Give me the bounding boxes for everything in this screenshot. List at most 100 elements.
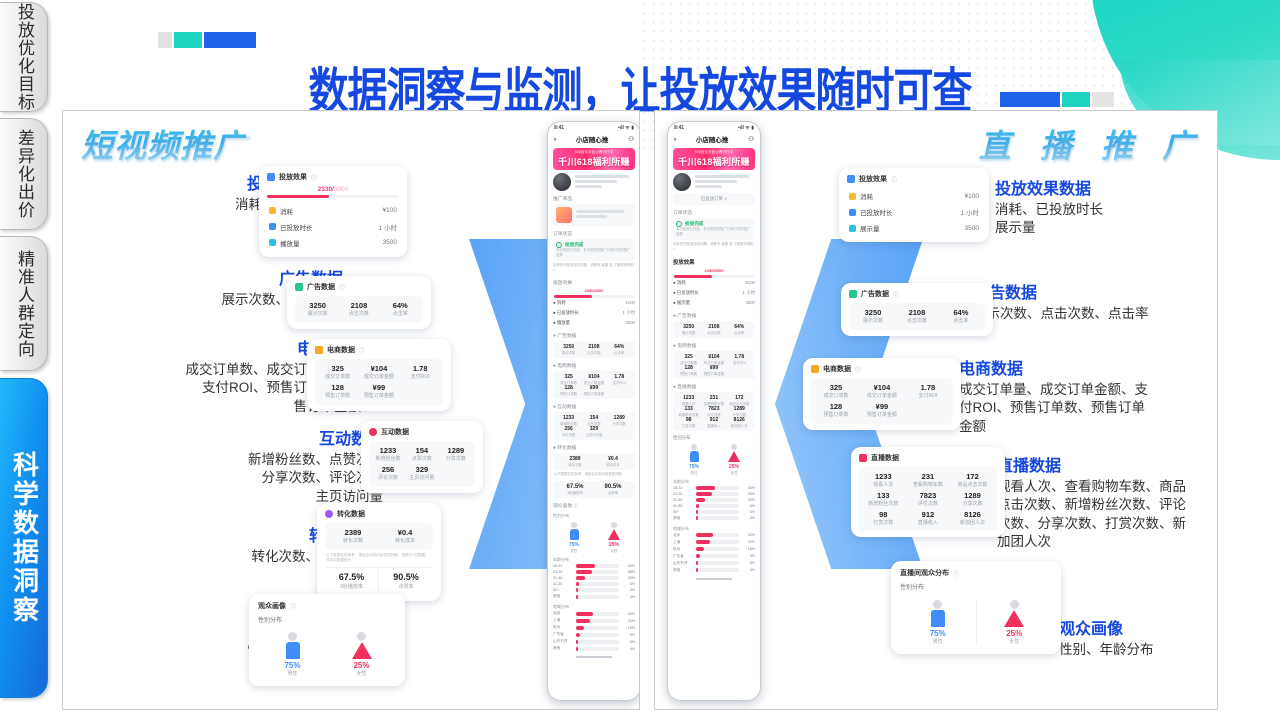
card-title: 广告数据	[307, 284, 335, 291]
check-icon	[676, 221, 682, 227]
info-icon[interactable]: ⓘ	[893, 292, 900, 299]
card-type-icon	[315, 346, 323, 354]
callout-desc: 消耗、已投放时长 展示量	[995, 201, 1103, 236]
phone-section-label: 订单状态	[673, 211, 693, 216]
metric-row: 消耗 ¥100	[267, 203, 399, 219]
promo-banner[interactable]: 618百亿补贴火爆进行中 千川618福利所赚	[673, 148, 755, 170]
order-status-card: 投放完成 本次投放已完成，本次投放的推广订单已完成推广结算	[553, 239, 635, 262]
sidebar-item-audience-targeting[interactable]: 精准人群定向	[0, 236, 48, 371]
promo-banner[interactable]: 618百亿补贴火爆进行中 千川618福利所赚	[553, 148, 635, 170]
card-audience-profile[interactable]: 观众画像 ⓘ 性别分布 75% 男性 25% 女性	[249, 594, 405, 686]
callout-desc: 展示次数、点击次数、点击率	[973, 305, 1149, 321]
kpi-label: 新加团人次	[960, 519, 986, 526]
kpi-value: 329	[415, 464, 429, 474]
female-stat: 25% 女性	[327, 632, 396, 677]
metric-row: 已投放时长 1 小时	[847, 204, 981, 220]
kpi-value: 3250	[309, 301, 326, 310]
card-title: 转化数据	[337, 511, 365, 518]
kpi-label: 点赞次数	[411, 456, 432, 463]
expand-detail-button[interactable]: 已投放订单 ∨	[673, 193, 755, 205]
panel-title-short-video: 短视频推广	[81, 121, 246, 167]
order-status-card: 投放完成 本次投放已完成，本次投放的推广订单已完成推广结算	[673, 218, 755, 241]
status-time: 9:41	[674, 125, 685, 131]
card-effect-data[interactable]: 投放效果 ⓘ 2330/5000 消耗 ¥100 已投放时长 1 小时 播放量 …	[259, 166, 407, 257]
panel-title-live-stream: 直 播 推 广	[979, 121, 1203, 167]
product-row[interactable]	[553, 204, 635, 226]
profile-icon[interactable]: ⚇	[748, 136, 754, 143]
kpi-value: 8126	[964, 509, 981, 519]
phone-section-label: ● 电商数据	[673, 343, 697, 349]
sidebar-item-differential-bidding[interactable]: 差异化出价	[0, 118, 48, 230]
order-status-note: 本次投放已完成，本次投放的推广订单已完成推广结算	[556, 248, 631, 258]
phone-section-label: ● 广告数据	[553, 333, 577, 339]
kpi-value: 2108	[350, 301, 368, 310]
help-note: 如有任何投放相关问题，请联系 客服 或 了解更多帮助 >	[553, 263, 634, 273]
kpi-value: 231	[921, 472, 935, 481]
kpi-value: ¥104	[370, 364, 388, 373]
info-icon[interactable]: ⓘ	[311, 175, 318, 182]
kpi-value: 1233	[874, 472, 892, 481]
phone-nav-bar: ‹ 小店随心推 ⚇	[668, 132, 760, 148]
info-icon[interactable]: ⓘ	[953, 571, 960, 578]
callout-interaction-data: 互动数据 新增粉丝数、点赞次数 分享次数、评论次数 主页访问量	[143, 429, 383, 506]
kpi-value: 64%	[392, 301, 408, 310]
kpi-label: 支付ROI	[410, 374, 430, 381]
female-percent: 25%	[353, 661, 370, 670]
card-live-audience[interactable]: 直播间观众分布 ⓘ 性别分布 75% 男性 25% 女性	[891, 561, 1061, 654]
back-icon[interactable]: ‹	[554, 135, 557, 143]
kpi-label: 评论次数	[917, 501, 938, 507]
sidebar-item-optimization-goal[interactable]: 投放优化目标	[0, 2, 48, 112]
phone-section-label: ● 电商数据	[553, 363, 577, 369]
kpi-value: 154	[415, 446, 429, 455]
callout-title: 投放效果数据	[995, 181, 1092, 198]
phone-section-label: ● 互动数据	[553, 404, 577, 410]
duration-icon	[849, 208, 856, 216]
status-icons: •ıll ᯤ ▮	[617, 125, 634, 131]
callout-desc: 成交订单量、成交订单金额、支 付ROI、预售订单数、预售订单 金额	[959, 381, 1148, 434]
banner-title: 千川618福利所赚	[558, 157, 630, 167]
callout-ecommerce-data: 电商数据 成交订单量、成交订单金额、支 付ROI、预售订单数、预售订单 金额	[959, 359, 1207, 436]
status-icons: •ıll ᯤ ▮	[737, 125, 754, 131]
kpi-label: 预售订单数	[823, 412, 849, 418]
profile-icon[interactable]: ⚇	[628, 136, 634, 143]
info-icon[interactable]: ⓘ	[290, 604, 297, 611]
progress-total: 5000	[333, 186, 349, 193]
kpi-label: 预售订单金额	[363, 393, 394, 399]
promoted-item[interactable]	[673, 173, 755, 191]
kpi-value: 1.78	[920, 383, 936, 392]
info-icon[interactable]: ⓘ	[339, 285, 346, 292]
info-icon[interactable]: ⓘ	[855, 367, 862, 374]
metric-row: 消耗 ¥100	[847, 188, 981, 204]
kpi-value: ¥104	[873, 383, 891, 392]
gender-section-label: 性别分布	[553, 513, 569, 519]
sidebar-item-data-insight[interactable]: 科学数据洞察	[0, 378, 48, 698]
region-section-label: 地域分布	[553, 604, 569, 610]
info-icon[interactable]: ⓘ	[891, 177, 898, 184]
back-icon[interactable]: ‹	[674, 135, 677, 143]
kpi-value: 128	[829, 401, 843, 411]
info-icon[interactable]: ⓘ	[359, 348, 366, 355]
consume-icon	[269, 207, 276, 214]
phone-section-label: ● 直播数据	[673, 384, 697, 390]
phone-mockup-live-stream: 9:41 •ıll ᯤ ▮ ‹ 小店随心推 ⚇ 618百亿补贴火爆进行中 千川6…	[667, 121, 761, 701]
callout-desc: 观看人次、查看购物车数、商品 点击次数、新增粉丝次数、评论 次数、分享次数、打赏…	[997, 478, 1186, 550]
kpi-value: ¥99	[875, 401, 889, 411]
metric-row: 已投放时长 1 小时	[267, 219, 399, 235]
promoted-item[interactable]	[553, 173, 635, 191]
metric-value: 1 小时	[960, 210, 979, 217]
metric-label: 展示量	[860, 226, 880, 233]
card-effect-data[interactable]: 投放效果 ⓘ 消耗 ¥100 已投放时长 1 小时 展示量 3500	[839, 168, 989, 242]
kpi-label: 商品点击次数	[957, 482, 988, 489]
kpi-label: 点击次数	[348, 311, 369, 318]
